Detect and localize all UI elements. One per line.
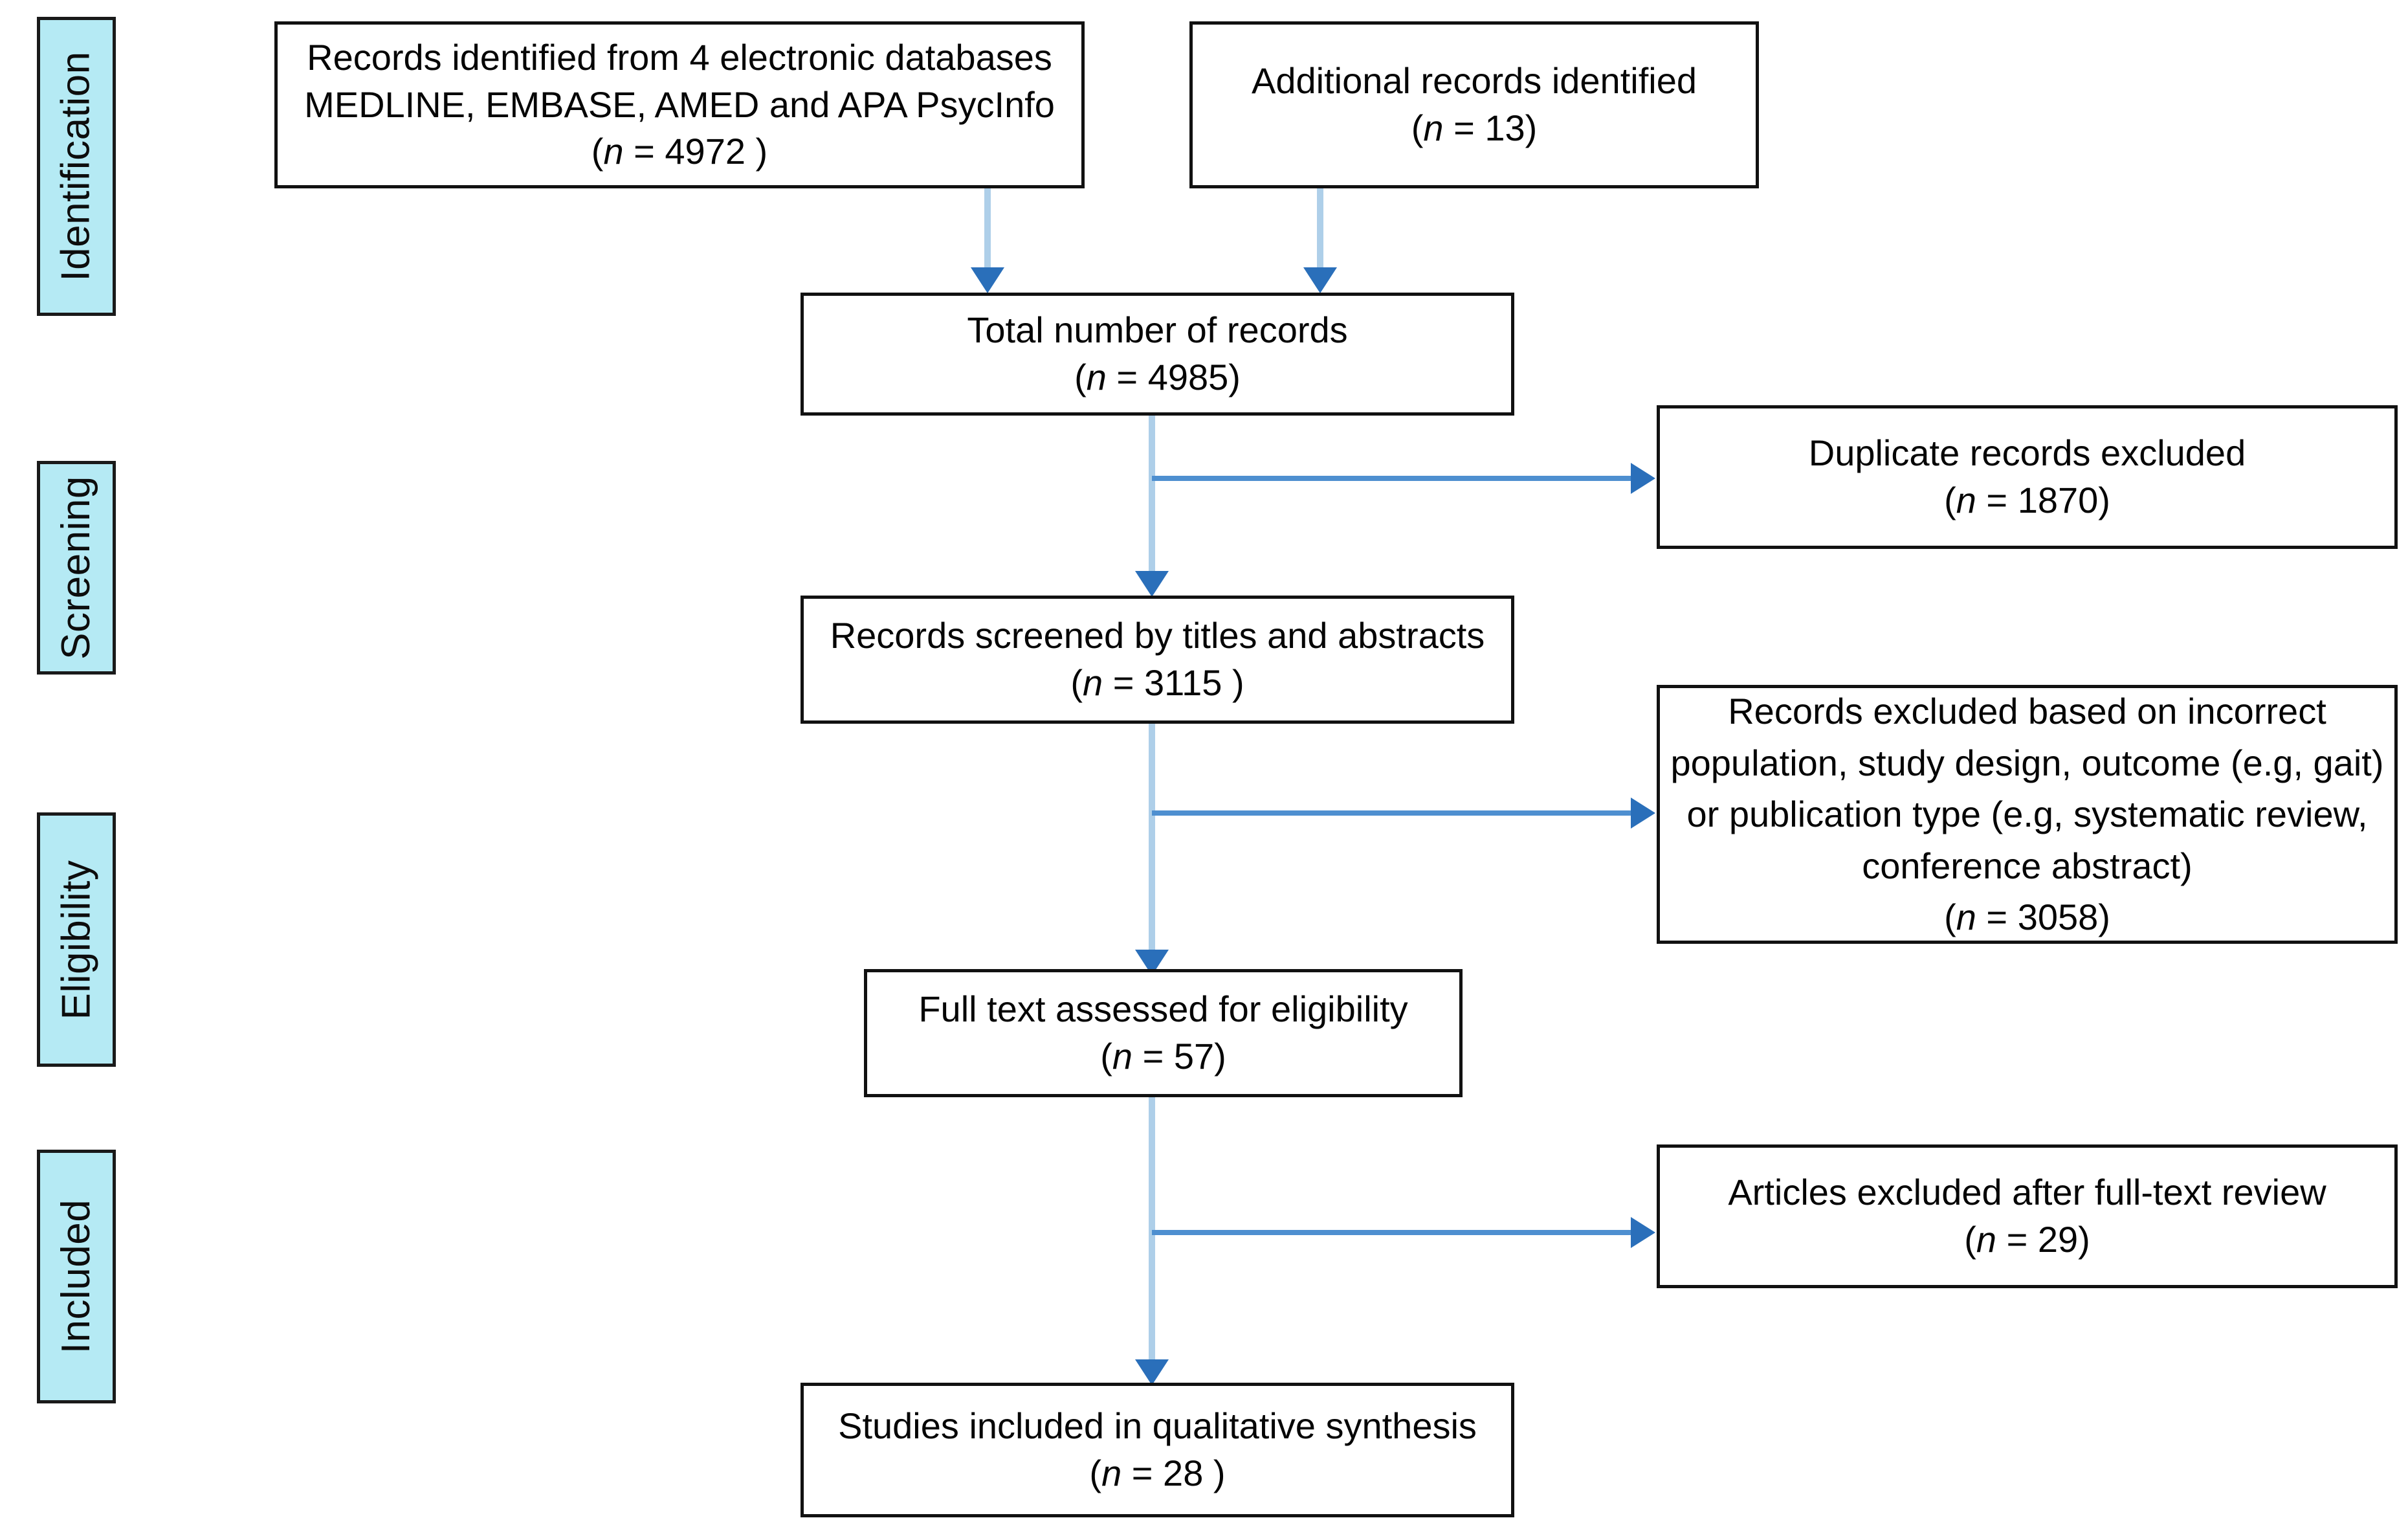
connector-fulltext-to-articles-excluded xyxy=(1152,1230,1634,1235)
stage-label-screening: Screening xyxy=(54,476,98,660)
arrowhead-additional-records-to-total xyxy=(1303,267,1337,293)
paren-open: ( xyxy=(1089,1453,1102,1493)
box-duplicates-excluded: Duplicate records excluded (n = 1870) xyxy=(1657,405,2398,549)
connector-additional-records-to-total xyxy=(1317,188,1323,274)
paren-open: ( xyxy=(1070,662,1083,703)
connector-fulltext-to-included xyxy=(1149,1097,1155,1374)
stage-bar-screening: Screening xyxy=(37,461,116,675)
n-value: = 3058) xyxy=(1976,897,2110,938)
box-additional-records: Additional records identified (n = 13) xyxy=(1189,21,1759,188)
records-identified-line1: Records identified from 4 electronic dat… xyxy=(307,36,1052,78)
box-records-excluded: Records excluded based on incorrect popu… xyxy=(1657,685,2398,944)
n-symbol: n xyxy=(603,131,624,172)
connector-total-to-duplicates xyxy=(1152,476,1634,481)
n-symbol: n xyxy=(1086,357,1107,397)
n-value: = 1870) xyxy=(1976,480,2110,520)
records-identified-count: (n = 4972 ) xyxy=(591,128,768,175)
n-symbol: n xyxy=(1976,1219,1997,1260)
records-identified-line2: MEDLINE, EMBASE, AMED and APA PsycInfo xyxy=(304,84,1055,125)
box-records-screened: Records screened by titles and abstracts… xyxy=(801,596,1514,724)
n-value: = 4985) xyxy=(1106,357,1241,397)
box-studies-included: Studies included in qualitative synthesi… xyxy=(801,1383,1514,1517)
duplicates-excluded-count: (n = 1870) xyxy=(1944,477,2110,524)
n-value: = 29) xyxy=(1996,1219,2090,1260)
records-excluded-reasons: Records excluded based on incorrect popu… xyxy=(1670,691,2384,886)
connector-records-identified-to-total xyxy=(984,188,991,274)
n-value: = 3115 ) xyxy=(1103,662,1244,703)
arrowhead-screened-to-excluded xyxy=(1631,798,1655,829)
paren-open: ( xyxy=(591,131,604,172)
n-value: = 28 ) xyxy=(1121,1453,1226,1493)
n-value: = 4972 ) xyxy=(623,131,768,172)
paren-open: ( xyxy=(1944,480,1956,520)
studies-included-line1: Studies included in qualitative synthesi… xyxy=(838,1405,1477,1447)
records-screened-line1: Records screened by titles and abstracts xyxy=(830,615,1485,656)
studies-included-count: (n = 28 ) xyxy=(1089,1450,1225,1497)
additional-records-line1: Additional records identified xyxy=(1252,60,1697,102)
connector-screened-to-excluded xyxy=(1152,810,1634,816)
stage-label-included: Included xyxy=(54,1199,99,1354)
stage-label-eligibility: Eligibility xyxy=(54,860,99,1020)
paren-open: ( xyxy=(1944,897,1956,938)
arrowhead-total-to-duplicates xyxy=(1631,463,1655,494)
box-full-text-assessed: Full text assessed for eligibility (n = … xyxy=(864,969,1463,1097)
box-articles-excluded: Articles excluded after full-text review… xyxy=(1657,1144,2398,1288)
articles-excluded-line1: Articles excluded after full-text review xyxy=(1728,1172,2326,1213)
n-value: = 13) xyxy=(1443,107,1538,148)
total-records-line1: Total number of records xyxy=(967,309,1348,351)
n-symbol: n xyxy=(1083,662,1103,703)
box-total-records: Total number of records (n = 4985) xyxy=(801,293,1514,416)
stage-bar-identification: Identification xyxy=(37,17,116,316)
full-text-assessed-line1: Full text assessed for eligibility xyxy=(918,988,1408,1030)
n-symbol: n xyxy=(1112,1036,1133,1077)
additional-records-count: (n = 13) xyxy=(1411,105,1538,152)
connector-total-to-screened xyxy=(1149,416,1155,585)
n-symbol: n xyxy=(1956,480,1976,520)
paren-open: ( xyxy=(1411,107,1424,148)
total-records-count: (n = 4985) xyxy=(1074,354,1241,401)
articles-excluded-count: (n = 29) xyxy=(1964,1216,2090,1264)
stage-bar-included: Included xyxy=(37,1150,116,1403)
duplicates-excluded-line1: Duplicate records excluded xyxy=(1808,432,2246,474)
paren-open: ( xyxy=(1074,357,1087,397)
arrowhead-fulltext-to-included xyxy=(1135,1359,1169,1385)
n-symbol: n xyxy=(1956,897,1976,938)
box-records-identified: Records identified from 4 electronic dat… xyxy=(274,21,1085,188)
arrowhead-fulltext-to-articles-excluded xyxy=(1631,1217,1655,1248)
n-symbol: n xyxy=(1423,107,1444,148)
n-symbol: n xyxy=(1101,1453,1122,1493)
n-value: = 57) xyxy=(1132,1036,1226,1077)
arrowhead-total-to-screened xyxy=(1135,571,1169,597)
arrowhead-records-identified-to-total xyxy=(971,267,1004,293)
stage-bar-eligibility: Eligibility xyxy=(37,812,116,1067)
paren-open: ( xyxy=(1100,1036,1112,1077)
connector-screened-to-fulltext xyxy=(1149,724,1155,963)
stage-label-identification: Identification xyxy=(54,51,98,282)
full-text-assessed-count: (n = 57) xyxy=(1100,1033,1226,1080)
records-screened-count: (n = 3115 ) xyxy=(1070,660,1244,707)
paren-open: ( xyxy=(1964,1219,1976,1260)
records-excluded-count: (n = 3058) xyxy=(1944,891,2110,943)
